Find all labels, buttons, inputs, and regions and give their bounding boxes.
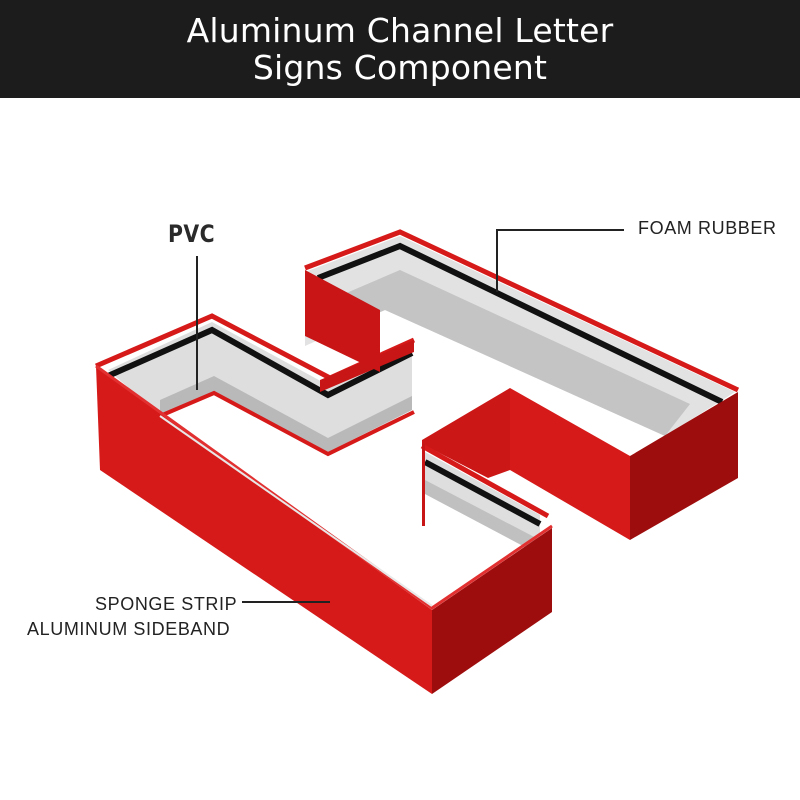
notch-black-stripe [423, 459, 542, 527]
left-wall-bottom-rim [159, 390, 415, 457]
back-wall-left-face [305, 270, 380, 372]
label-pvc: PVC [168, 220, 215, 248]
right-end-front-face [630, 392, 738, 540]
notch-liner-shade [425, 480, 540, 555]
left-wall-liner-shade [160, 376, 412, 452]
label-aluminum-sideband: ALUMINUM SIDEBAND [27, 619, 231, 639]
foam-rubber-leader-line [496, 229, 624, 292]
back-wall-liner-shade [330, 270, 690, 436]
title-line-2: Signs Component [252, 48, 548, 87]
right-end-top-face [510, 388, 630, 540]
back-wall-black-stripe [316, 242, 724, 405]
left-wall-end-face [320, 340, 414, 392]
label-sponge-strip: SPONGE STRIP [95, 594, 238, 614]
channel-letter-diagram [95, 229, 740, 694]
left-wall-black-stripe [106, 326, 414, 399]
front-wall-face [96, 366, 432, 694]
front-wall-top-rim [95, 364, 553, 610]
right-end-inner-face [422, 388, 510, 478]
left-wall-liner [108, 322, 412, 452]
title-banner: Aluminum Channel Letter Signs Component [0, 0, 800, 98]
title-line-1: Aluminum Channel Letter [186, 11, 614, 50]
notch-left-face [422, 444, 425, 526]
label-foam-rubber: FOAM RUBBER [638, 218, 777, 238]
floor-edge-line [159, 415, 433, 607]
notch-top-rim [420, 443, 550, 519]
back-wall-top-rim [304, 229, 740, 393]
front-wall-end-face [432, 528, 552, 694]
